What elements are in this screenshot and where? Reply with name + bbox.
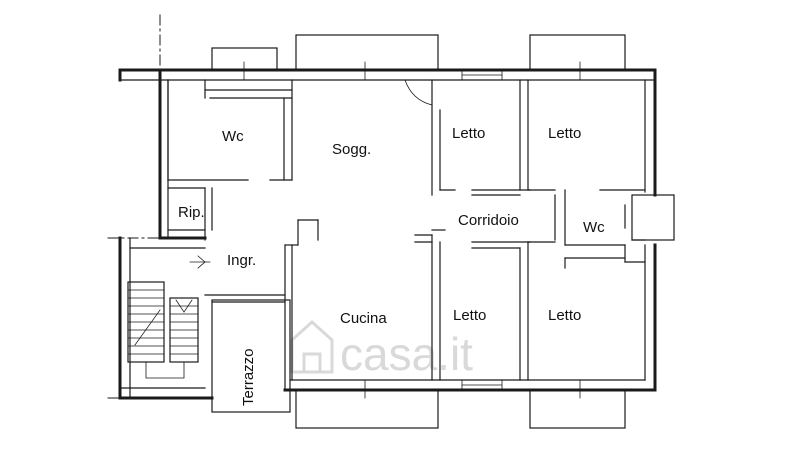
balconies [211, 34, 675, 429]
room-label-letto-bottom-1: Letto [453, 307, 486, 324]
room-label-letto-top-1: Letto [452, 125, 485, 142]
staircase [127, 281, 199, 379]
watermark-brand: casa.it [340, 328, 473, 380]
room-label-soggiorno: Sogg. [332, 141, 371, 158]
room-label-wc-right: Wc [583, 219, 605, 236]
room-label-letto-bottom-2: Letto [548, 307, 581, 324]
house-logo-icon [290, 319, 334, 374]
room-label-letto-top-2: Letto [548, 125, 581, 142]
interior-walls [167, 79, 646, 391]
windows [243, 61, 581, 399]
room-label-ingresso: Ingr. [227, 252, 256, 269]
room-label-cucina: Cucina [340, 310, 387, 327]
room-label-wc-left: Wc [222, 128, 244, 145]
construction-lines [107, 14, 161, 399]
room-label-ripostiglio: Rip. [178, 204, 205, 221]
room-label-corridoio: Corridoio [458, 212, 519, 229]
watermark: casa.it [290, 319, 473, 380]
room-label-terrazzo: Terrazzo [240, 348, 257, 406]
door-swing [404, 79, 433, 106]
entry-arrow-icon [189, 255, 211, 269]
